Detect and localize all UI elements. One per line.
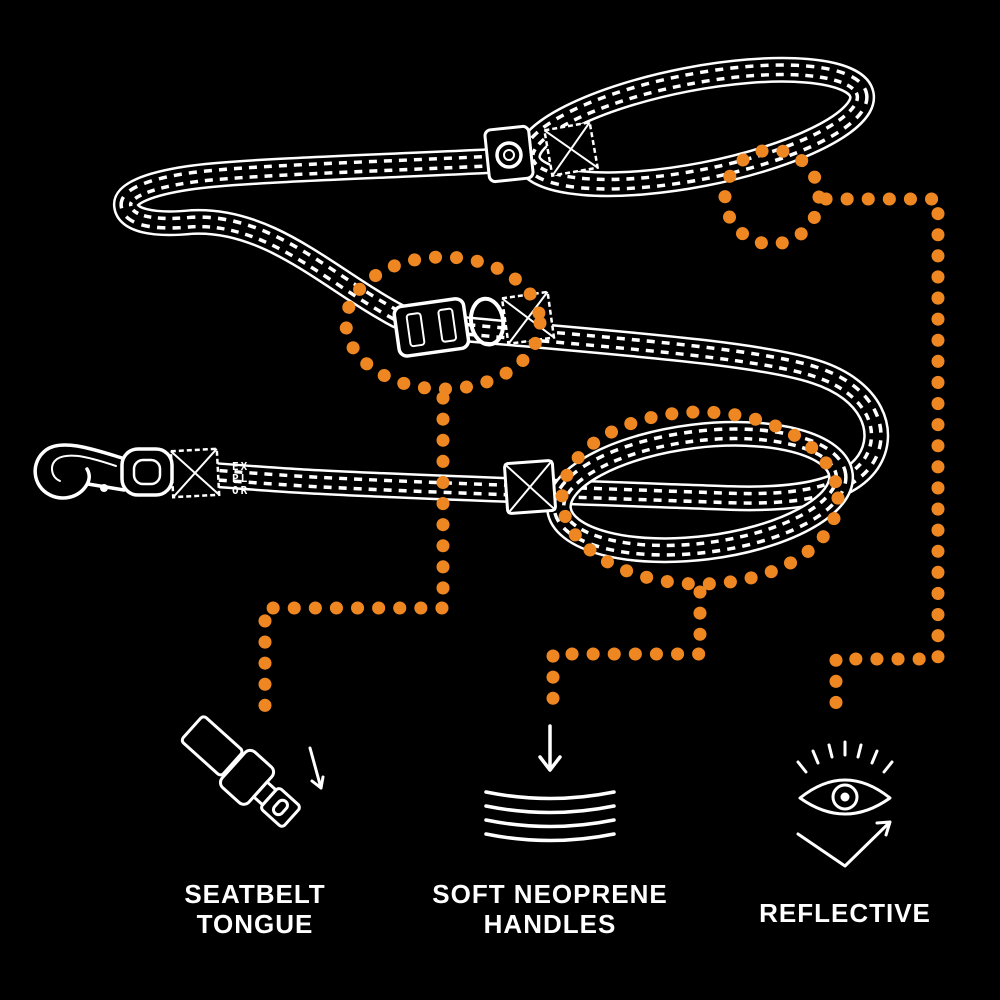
rivet-ring bbox=[495, 141, 523, 169]
strap-label-line-1: EX bbox=[232, 460, 249, 473]
lower-handle-ferrule bbox=[503, 459, 557, 515]
brand-strap-label: EX PL OR bbox=[169, 447, 249, 499]
soft-neoprene-handles-icon bbox=[484, 724, 616, 843]
eye-lashes bbox=[796, 740, 894, 774]
strap-label-line-2: PL bbox=[232, 472, 249, 485]
reflective-eye-icon bbox=[796, 740, 894, 868]
feature-label-seatbelt-line1: SEATBELT bbox=[184, 879, 325, 909]
feature-label-handles-line2: HANDLES bbox=[484, 909, 617, 939]
seatbelt-tongue-icon bbox=[180, 715, 325, 828]
feature-label-seatbelt-line2: TONGUE bbox=[197, 909, 314, 939]
feature-label-handles-line1: SOFT NEOPRENE bbox=[432, 879, 667, 909]
strap-label-line-3: OR bbox=[232, 484, 249, 497]
highlight-ring-adjuster bbox=[339, 250, 547, 396]
connector-seatbelt-tongue bbox=[258, 391, 450, 713]
top-handle-ferrule bbox=[483, 120, 600, 184]
reflect-bounce-arrow bbox=[796, 820, 892, 868]
buckle-ring bbox=[468, 296, 506, 347]
highlight-ring-handle bbox=[555, 405, 845, 591]
bartack-stitch-box bbox=[542, 120, 600, 178]
highlight-ring-reflective bbox=[718, 143, 826, 251]
hook-gate-knob bbox=[100, 484, 108, 492]
hook-eye bbox=[120, 447, 174, 497]
feature-label-reflective: REFLECTIVE bbox=[759, 898, 931, 928]
adjuster-buckle bbox=[392, 290, 556, 358]
insert-arrow bbox=[308, 746, 325, 790]
connector-reflective bbox=[819, 192, 945, 711]
press-down-arrow bbox=[538, 724, 562, 772]
top-strap bbox=[126, 160, 512, 316]
connector-soft-handles bbox=[546, 585, 707, 707]
snap-hook bbox=[33, 443, 174, 500]
